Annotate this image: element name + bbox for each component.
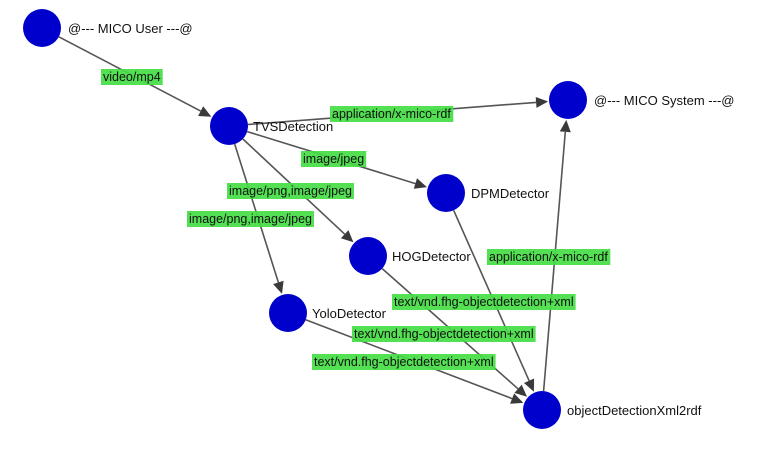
arrow-head: [340, 230, 354, 243]
arrow-head: [273, 280, 284, 294]
node-label: DPMDetector: [471, 186, 550, 201]
arrow-head: [559, 119, 571, 133]
edge-label: application/x-mico-rdf: [330, 106, 454, 122]
edge-label-text: application/x-mico-rdf: [489, 250, 608, 264]
node-hog[interactable]: HOGDetector: [349, 237, 471, 275]
edge-label-background: [312, 354, 496, 370]
edge-label-text: text/vnd.fhg-objectdetection+xml: [394, 295, 574, 309]
edge-label: image/jpeg: [301, 151, 367, 167]
node-circle[interactable]: [210, 107, 248, 145]
node-user[interactable]: @--- MICO User ---@: [23, 9, 193, 47]
edge-labels-layer: video/mp4 application/x-mico-rdf image/jpe…: [101, 69, 611, 370]
node-circle[interactable]: [23, 9, 61, 47]
edge-label-background: [487, 249, 611, 265]
edge-label: image/png,image/jpeg: [187, 211, 314, 227]
arrow-head: [524, 378, 535, 392]
node-circle[interactable]: [269, 294, 307, 332]
edge-label: image/png,image/jpeg: [227, 183, 354, 199]
arrow-head: [413, 178, 427, 189]
node-dpm[interactable]: DPMDetector: [427, 174, 550, 212]
arrow-head: [535, 97, 549, 108]
node-tvs[interactable]: TVSDetection: [210, 107, 333, 145]
node-label: @--- MICO User ---@: [68, 21, 193, 36]
node-circle[interactable]: [549, 81, 587, 119]
node-label: YoloDetector: [312, 306, 387, 321]
edge-label-text: text/vnd.fhg-objectdetection+xml: [354, 327, 534, 341]
edge-label-text: image/png,image/jpeg: [229, 184, 352, 198]
edge-label-text: video/mp4: [103, 70, 161, 84]
edges-layer: [58, 36, 571, 404]
edge-label-text: image/png,image/jpeg: [189, 212, 312, 226]
node-circle[interactable]: [349, 237, 387, 275]
edge-label-text: application/x-mico-rdf: [332, 107, 451, 121]
edge-label-background: [330, 106, 454, 122]
edge-label-text: text/vnd.fhg-objectdetection+xml: [314, 355, 494, 369]
node-yolo[interactable]: YoloDetector: [269, 294, 387, 332]
nodes-layer: @--- MICO User ---@ TVSDetection @--- MICO…: [23, 9, 735, 429]
arrow-head: [510, 393, 524, 404]
edge-label: text/vnd.fhg-objectdetection+xml: [312, 354, 496, 370]
arrow-head: [198, 106, 212, 117]
edge-label-background: [352, 326, 536, 342]
node-label: objectDetectionXml2rdf: [567, 403, 702, 418]
node-label: @--- MICO System ---@: [594, 93, 735, 108]
node-label: TVSDetection: [253, 119, 333, 134]
node-system[interactable]: @--- MICO System ---@: [549, 81, 735, 119]
edge-label: application/x-mico-rdf: [487, 249, 611, 265]
edge-label-background: [101, 69, 163, 85]
arrow-head: [514, 384, 527, 397]
edge-label-background: [301, 151, 367, 167]
edge-label-background: [392, 294, 576, 310]
edge-label: video/mp4: [101, 69, 163, 85]
node-label: HOGDetector: [392, 249, 471, 264]
edge-label-background: [227, 183, 354, 199]
edge-label-background: [187, 211, 314, 227]
node-odx[interactable]: objectDetectionXml2rdf: [523, 391, 702, 429]
edge-label-text: image/jpeg: [303, 152, 364, 166]
node-circle[interactable]: [523, 391, 561, 429]
edge-label: text/vnd.fhg-objectdetection+xml: [352, 326, 536, 342]
node-circle[interactable]: [427, 174, 465, 212]
edge-label: text/vnd.fhg-objectdetection+xml: [392, 294, 576, 310]
